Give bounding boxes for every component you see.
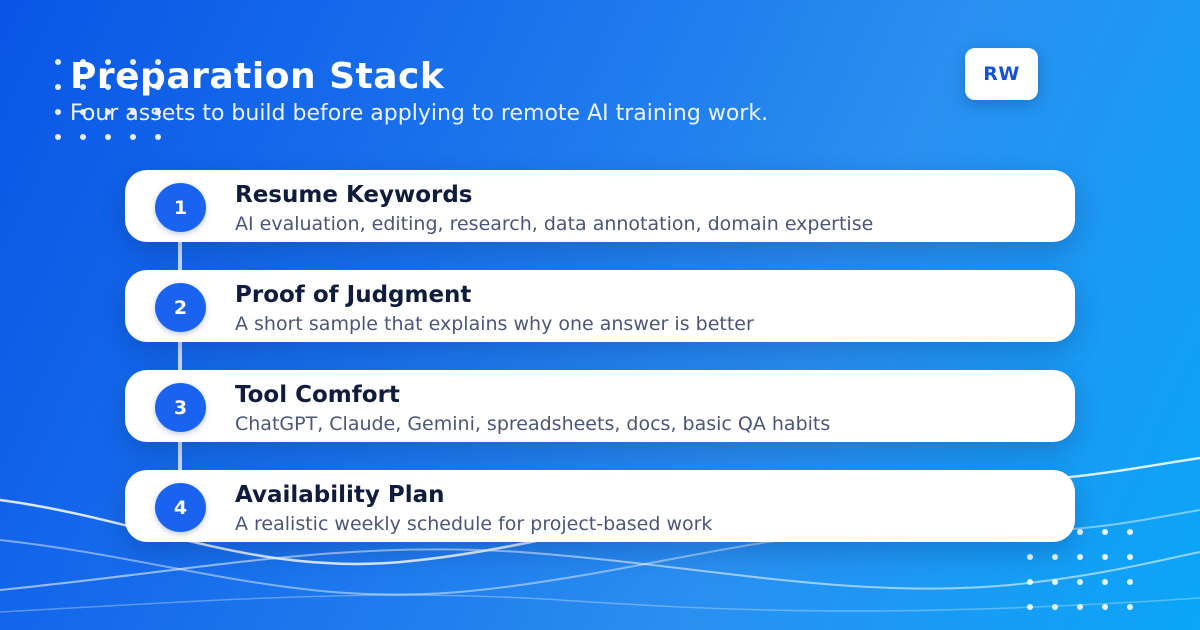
decor-dot: [105, 134, 111, 140]
decor-dot: [155, 84, 161, 90]
decor-dot: [1127, 554, 1133, 560]
step-number-badge: 2: [155, 283, 206, 332]
decor-dot: [80, 134, 86, 140]
step-card-4: 4 Availability Plan A realistic weekly s…: [125, 470, 1075, 542]
decor-dot: [155, 134, 161, 140]
decor-dot: [55, 84, 61, 90]
step-title: Availability Plan: [235, 482, 445, 508]
step-description: A short sample that explains why one ans…: [235, 313, 754, 335]
decor-dot: [80, 109, 86, 115]
decor-dot: [1102, 604, 1108, 610]
decor-dot: [1102, 579, 1108, 585]
decor-dot: [80, 84, 86, 90]
decor-dot: [1052, 604, 1058, 610]
decor-dot: [55, 109, 61, 115]
decor-dot: [55, 134, 61, 140]
step-number-badge: 1: [155, 183, 206, 232]
decor-dot: [1027, 554, 1033, 560]
step-title: Resume Keywords: [235, 182, 473, 208]
step-title: Tool Comfort: [235, 382, 400, 408]
step-description: ChatGPT, Claude, Gemini, spreadsheets, d…: [235, 413, 831, 435]
decor-dot: [130, 109, 136, 115]
decor-dot: [1102, 554, 1108, 560]
page-title: Preparation Stack: [70, 56, 445, 97]
decor-dot: [1127, 604, 1133, 610]
step-number-badge: 3: [155, 383, 206, 432]
decor-dot: [1077, 554, 1083, 560]
decor-dot: [1127, 579, 1133, 585]
decor-dot: [105, 59, 111, 65]
decor-dot: [155, 109, 161, 115]
step-description: A realistic weekly schedule for project-…: [235, 513, 713, 535]
step-title: Proof of Judgment: [235, 282, 472, 308]
decor-dot: [130, 134, 136, 140]
step-card-1: 1 Resume Keywords AI evaluation, editing…: [125, 170, 1075, 242]
decor-dot: [1127, 529, 1133, 535]
decor-dot: [105, 109, 111, 115]
step-number-badge: 4: [155, 483, 206, 532]
decor-dot: [55, 59, 61, 65]
decor-dot: [1052, 579, 1058, 585]
step-card-2: 2 Proof of Judgment A short sample that …: [125, 270, 1075, 342]
decor-dot: [130, 59, 136, 65]
decor-dot: [1052, 554, 1058, 560]
decor-dot: [1077, 604, 1083, 610]
decor-dot: [1027, 604, 1033, 610]
decor-dot: [1077, 579, 1083, 585]
decor-dot: [80, 59, 86, 65]
decor-dot: [130, 84, 136, 90]
page-subtitle: Four assets to build before applying to …: [70, 101, 769, 126]
dot-grid-top-left: [55, 59, 161, 140]
timeline-connector: [178, 208, 182, 508]
step-description: AI evaluation, editing, research, data a…: [235, 213, 874, 235]
decor-dot: [1027, 579, 1033, 585]
decor-dot: [1102, 529, 1108, 535]
decor-dot: [155, 59, 161, 65]
decor-dot: [1077, 529, 1083, 535]
step-card-3: 3 Tool Comfort ChatGPT, Claude, Gemini, …: [125, 370, 1075, 442]
logo-badge: RW: [965, 48, 1038, 100]
decor-dot: [105, 84, 111, 90]
